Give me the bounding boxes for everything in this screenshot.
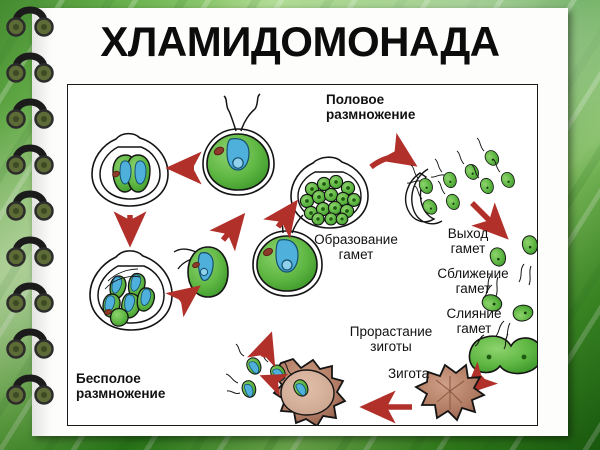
life-cycle-illustration bbox=[89, 93, 537, 425]
gametangium bbox=[290, 156, 369, 229]
label-gamete-approach: Сближение гамет bbox=[437, 266, 509, 296]
label-gamete-exit: Выход гамет bbox=[447, 226, 489, 256]
fused-zygote-cell bbox=[468, 333, 537, 375]
arrow-gamete-descend bbox=[470, 201, 509, 240]
arrow-emerge bbox=[259, 373, 289, 397]
arrow-germ-to-adult bbox=[246, 331, 276, 368]
paper-inner-shadow bbox=[32, 8, 52, 436]
label-gamete-fusion: Слияние гамет bbox=[446, 306, 502, 336]
arrow-gamete-exit bbox=[369, 132, 418, 170]
zygote bbox=[414, 363, 486, 422]
diagram-frame: Половое размножение Образование гамет Вы… bbox=[67, 84, 538, 426]
germinating-zygote bbox=[225, 343, 347, 425]
arrow-release-zoospore bbox=[165, 285, 201, 318]
two-cell-sporangium bbox=[91, 132, 169, 207]
paper-sheet: ХЛАМИДОМОНАДА bbox=[32, 8, 568, 436]
label-asexual-reproduction: Бесполое размножение bbox=[76, 371, 166, 401]
label-gamete-formation: Образование гамет bbox=[314, 232, 398, 262]
vegetative-cell bbox=[202, 93, 275, 196]
page-title: ХЛАМИДОМОНАДА bbox=[100, 18, 500, 65]
label-zygote-germination: Прорастание зиготы bbox=[349, 324, 433, 354]
arrow-grow-to-adult bbox=[209, 212, 246, 252]
arrow-to-gametangium bbox=[263, 199, 298, 239]
gamete-exit-cluster bbox=[404, 137, 518, 225]
label-zygote: Зигота bbox=[388, 366, 430, 381]
zoospore-cell bbox=[173, 246, 229, 298]
multi-cell-sporangium bbox=[89, 250, 173, 331]
label-sexual-reproduction: Половое размножение bbox=[326, 92, 416, 122]
